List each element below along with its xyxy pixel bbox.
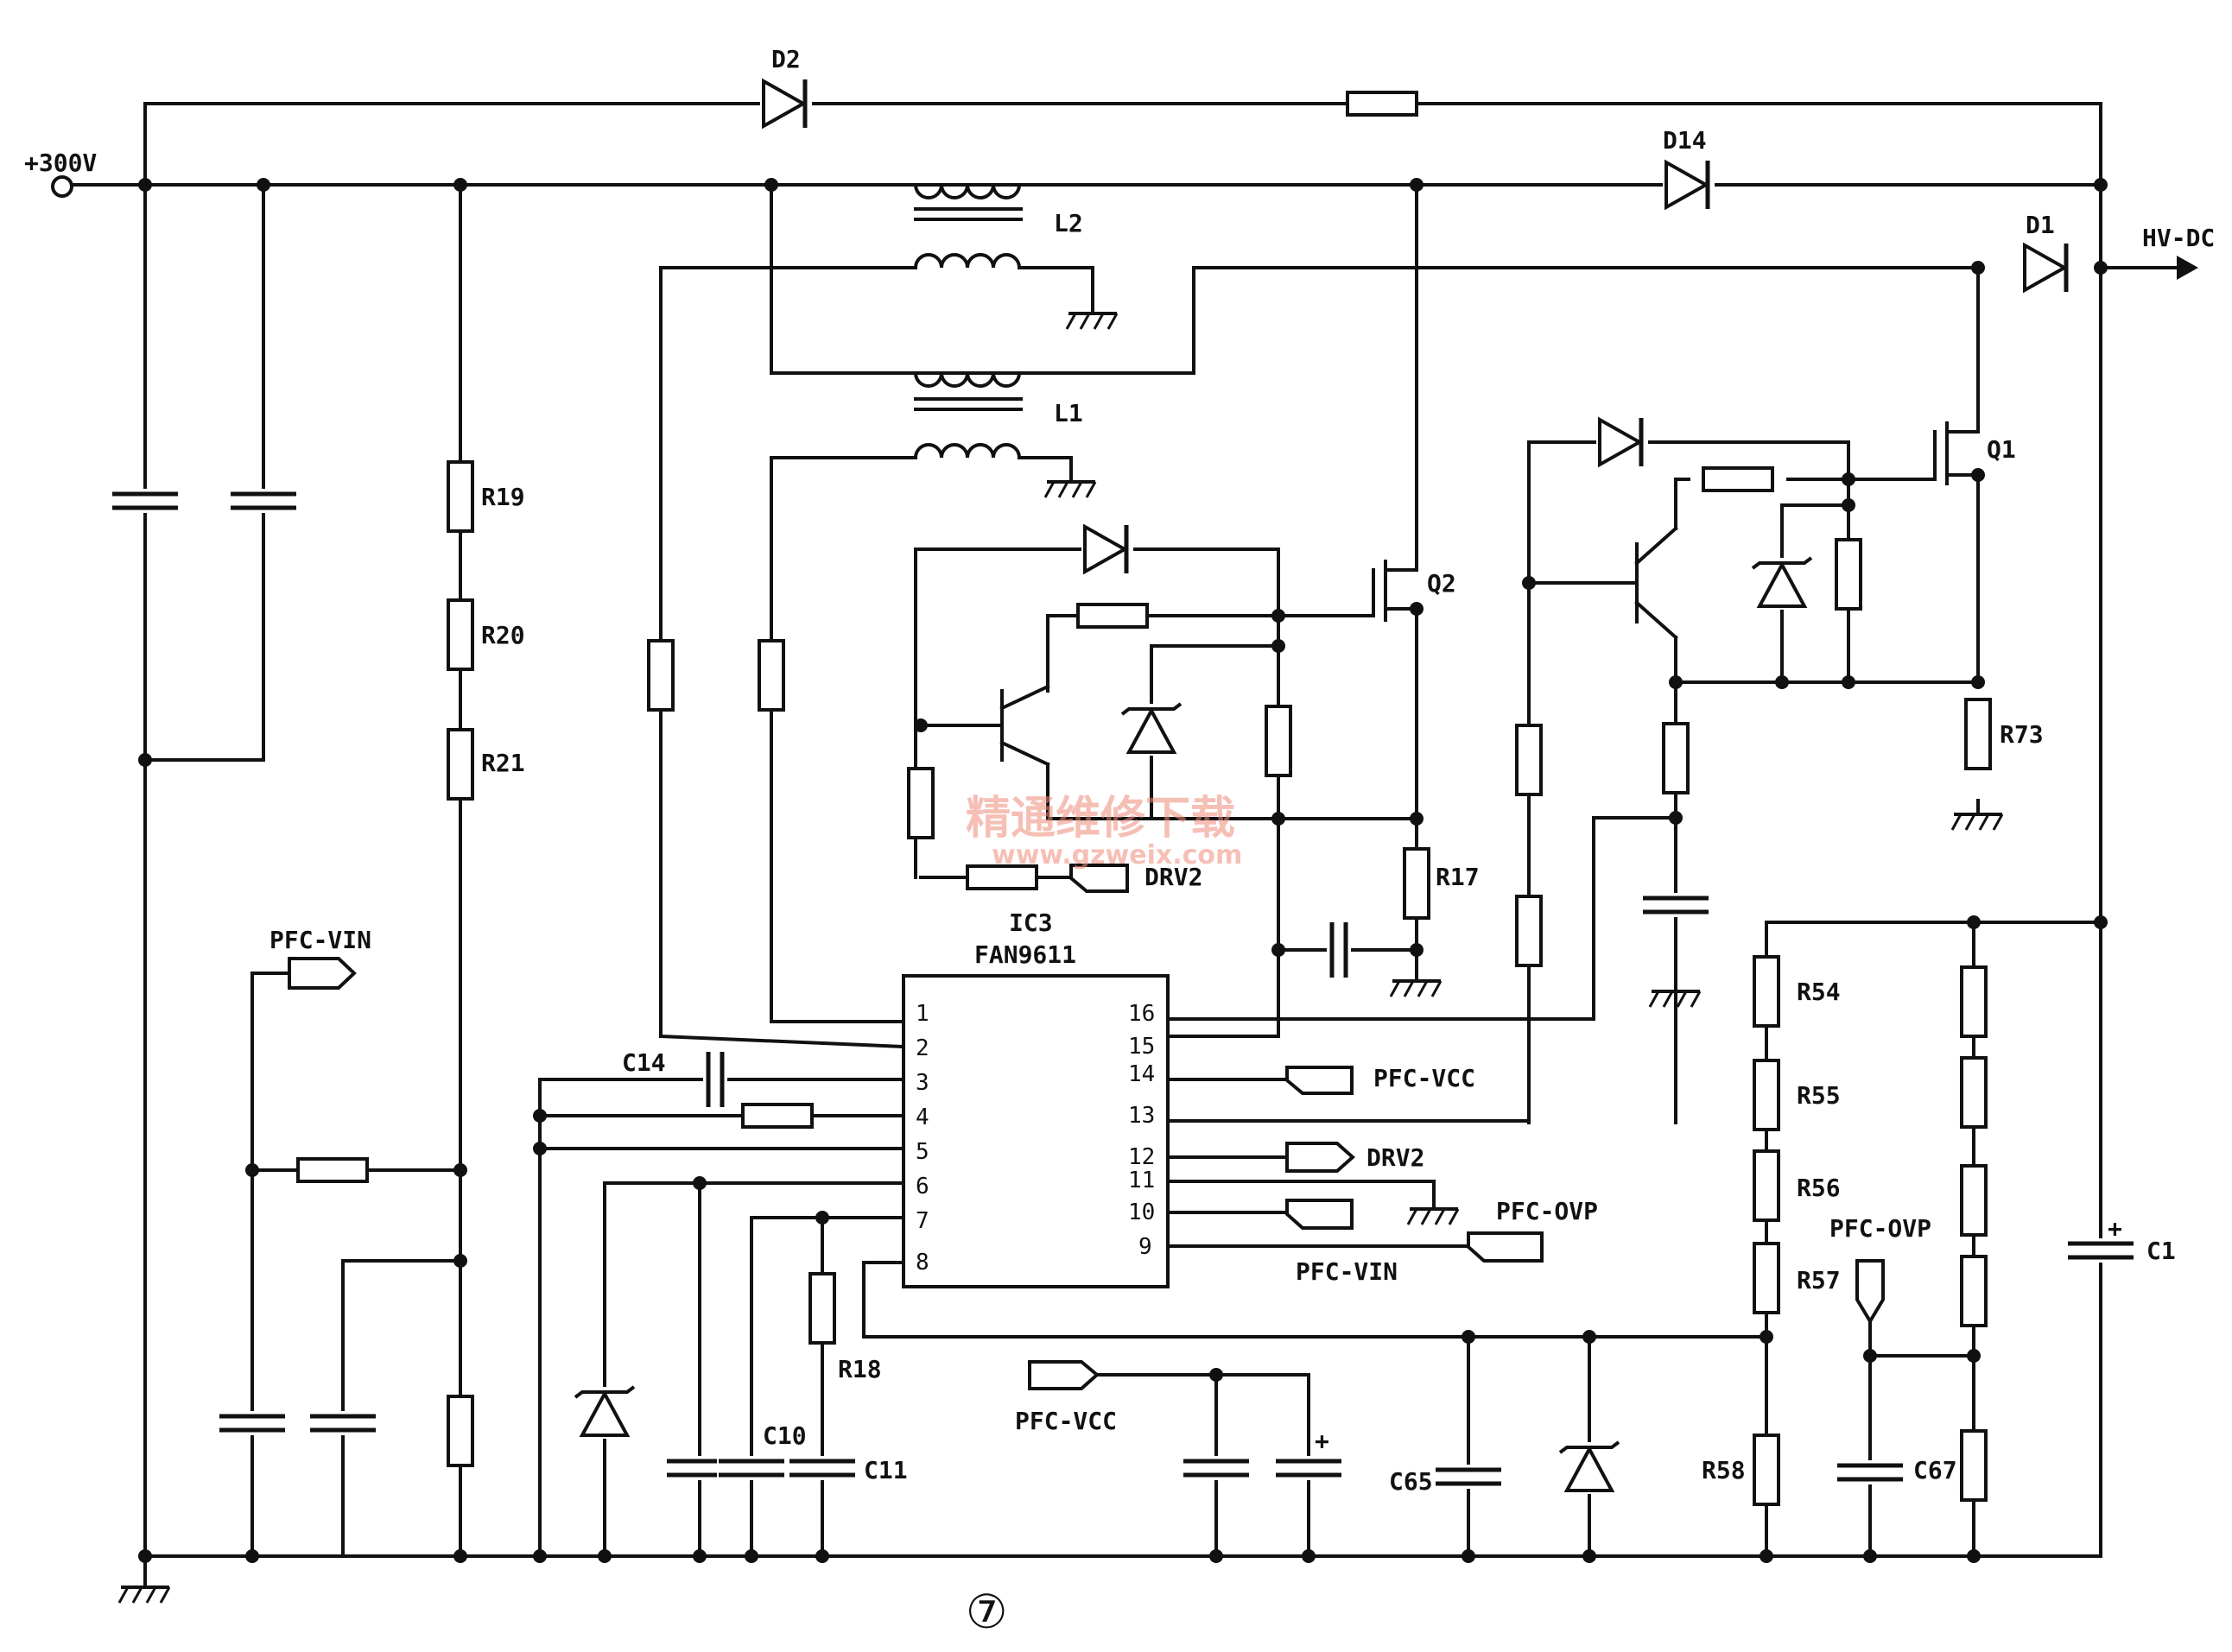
main-ground-symbol [117,1570,171,1605]
input-voltage-label: +300V [24,149,97,177]
vin-divider [447,183,474,1558]
net-flags [288,864,1885,1390]
ic-pin-10: 10 [1128,1199,1155,1225]
watermark-url: www.gzweix.com [992,840,1242,870]
l1-label: L1 [1054,399,1083,427]
figure-number: ⑦ [966,1585,1007,1639]
r54-label: R54 [1797,978,1841,1006]
d1-diode [2021,242,2073,294]
c10-label: C10 [763,1421,807,1450]
ic-pin-11: 11 [1128,1168,1155,1193]
pfc-vcc-label-ic: PFC-VCC [1373,1064,1475,1092]
ic-pin-8: 8 [916,1250,929,1275]
r73-label: R73 [2000,720,2044,749]
d14-label: D14 [1663,126,1707,155]
d1-label: D1 [2026,211,2055,239]
l2-label: L2 [1054,209,1083,237]
ic-pin-4: 4 [916,1104,929,1130]
pfc-vcc-caps [1095,1335,1620,1558]
pfc-ovp-label-ic: PFC-OVP [1496,1197,1598,1225]
svg-text:+: + [1315,1427,1329,1455]
drv2-label-ic: DRV2 [1366,1143,1424,1172]
ic-pin-12: 12 [1128,1144,1155,1170]
ic-pin-6: 6 [916,1174,929,1199]
junction-dots [138,178,2108,1563]
d14-diode [1663,159,1715,211]
ic-part-label: FAN9611 [974,940,1076,969]
inductor-section [647,182,1982,1038]
c1-label: C1 [2146,1237,2176,1265]
ic-pin-13: 13 [1128,1103,1155,1129]
r19-label: R19 [481,483,525,511]
r18-label: R18 [838,1355,882,1383]
q1-driver [1515,266,2004,1124]
top-bypass-line [143,102,2102,187]
pfc-vin-label-ic: PFC-VIN [1296,1257,1398,1286]
ic-pin-numbers: 1 2 3 4 5 6 7 8 16 15 14 13 12 11 10 9 [916,1001,1155,1275]
svg-text:+: + [2108,1214,2122,1243]
ic3-fan9611 [538,816,1677,1288]
pfc-ovp-label-right: PFC-OVP [1829,1214,1931,1243]
pfc-vin-label-left: PFC-VIN [269,926,371,954]
c14-label: C14 [622,1048,666,1077]
c67-label: C67 [1913,1456,1957,1484]
right-hv-rail [2099,183,2198,1558]
output-label: HV-DC [2142,224,2215,252]
r56-label: R56 [1797,1174,1841,1202]
ic-pin-3: 3 [916,1070,929,1096]
d2-label: D2 [771,45,801,73]
ic-pin-14: 14 [1128,1061,1155,1087]
c65-label: C65 [1389,1467,1433,1496]
d2-diode [760,78,812,130]
r21-label: R21 [481,749,525,777]
ic-pin-1: 1 [916,1001,929,1027]
input-filter-caps [111,183,298,1558]
q2-label: Q2 [1427,569,1456,598]
q1-label: Q1 [1987,435,2016,464]
drv2-label-driver: DRV2 [1145,863,1202,891]
ic-pin-2: 2 [916,1035,929,1061]
ic-pin-7: 7 [916,1208,929,1234]
ic-pin-9: 9 [1138,1234,1152,1260]
pfc-vin-network [218,972,462,1558]
ic-pin-16: 16 [1128,1001,1155,1027]
ic-pin-15: 15 [1128,1034,1155,1060]
r57-label: R57 [1797,1266,1841,1294]
ic-left-network [538,1050,1768,1558]
pfc-vcc-label-bottom: PFC-VCC [1015,1407,1117,1435]
r58-label: R58 [1702,1456,1746,1484]
q2-driver [907,183,1443,1038]
r55-label: R55 [1797,1081,1841,1110]
ic-ref-label: IC3 [1009,908,1053,937]
ic-pin-5: 5 [916,1139,929,1165]
r17-label: R17 [1436,863,1480,891]
r20-label: R20 [481,621,525,649]
watermark-text: 精通维修下载 [966,792,1235,845]
plus-300v-rail [51,175,2102,198]
top-bypass-resistor [1346,91,1418,117]
c11-label: C11 [864,1456,908,1484]
